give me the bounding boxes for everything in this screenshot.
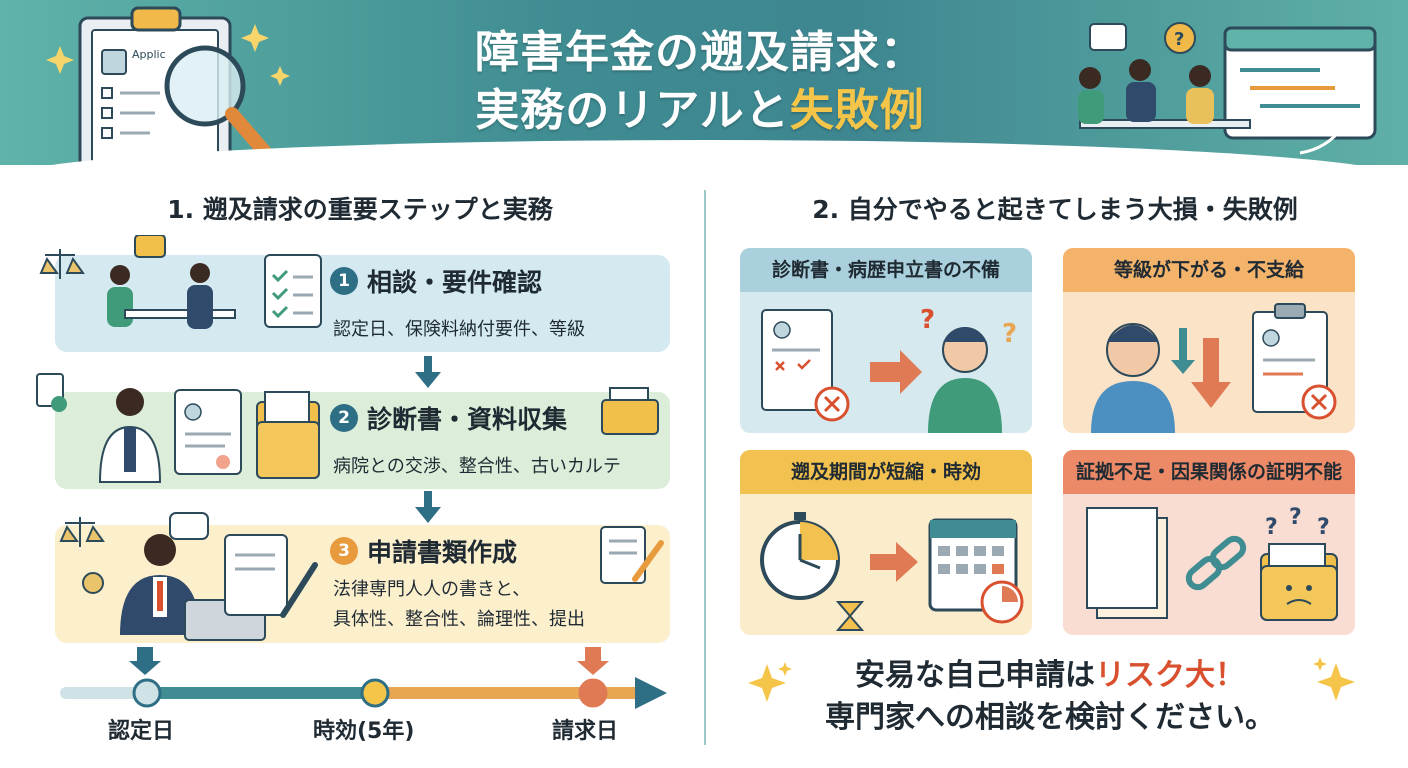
svg-text:?: ? bbox=[1174, 29, 1184, 50]
sparkle-icon bbox=[1313, 657, 1355, 701]
stopwatch-calendar-icon bbox=[760, 512, 1024, 631]
step-1-desc: 認定日、保険料納付要件、等級 bbox=[333, 319, 585, 340]
conclusion-risk: リスク大！ bbox=[1095, 658, 1245, 693]
down-arrow-icon bbox=[1191, 338, 1231, 408]
card-title: 証拠不足・因果関係の証明不能 bbox=[1063, 450, 1355, 494]
section1-heading: 1. 遡及請求の重要ステップと実務 bbox=[167, 195, 553, 224]
timeline-arrow-icon bbox=[577, 647, 609, 675]
section2-heading: 2. 自分でやると起きてしまう大損・失敗例 bbox=[812, 195, 1298, 224]
title-line1: 障害年金の遡及請求： bbox=[475, 27, 925, 78]
failure-card-insufficient-evidence: 証拠不足・因果関係の証明不能 ? ? ? bbox=[1063, 450, 1355, 635]
title-line2-main: 実務のリアルと bbox=[475, 85, 790, 136]
folder-icon bbox=[601, 387, 659, 435]
column-divider bbox=[704, 190, 706, 745]
clipboard-magnifier-icon: Applic bbox=[46, 6, 290, 165]
lawyer-icon bbox=[59, 512, 318, 641]
step-2-card: 2 診断書・資料収集 病院との交渉、整合性、古いカルテ bbox=[36, 373, 670, 489]
doctor-documents-icon bbox=[36, 373, 320, 483]
timeline-label-statute: 時効(5年) bbox=[313, 719, 415, 744]
broken-chain-icon: ? ? ? bbox=[1086, 505, 1338, 621]
conclusion-line2: 専門家への相談を検討ください。 bbox=[825, 700, 1275, 735]
header-banner: Applic 障害年金の遡及請求： 実務のリアルと失敗例 ? bbox=[0, 0, 1408, 165]
sad-person-icon bbox=[1091, 303, 1337, 433]
step-3-number: 3 bbox=[330, 537, 358, 565]
medical-document-icon bbox=[174, 389, 242, 475]
card-title: 診断書・病歴申立書の不備 bbox=[740, 248, 1032, 292]
blank-document-icon bbox=[1086, 507, 1158, 609]
card-title: 遡及期間が短縮・時効 bbox=[740, 450, 1032, 494]
conclusion-line1: 安易な自己申請はリスク大！ bbox=[740, 655, 1360, 697]
clipboard-text: Applic bbox=[132, 48, 166, 61]
page-title: 障害年金の遡及請求： 実務のリアルと失敗例 bbox=[330, 24, 1070, 140]
title-accent: 失敗例 bbox=[789, 85, 925, 136]
timeline-node bbox=[360, 678, 390, 708]
card-title: 等級が下がる・不支給 bbox=[1063, 248, 1355, 292]
step-1-number: 1 bbox=[330, 267, 358, 295]
step-3-desc: 法律専門人人の書きと、 具体性、整合性、論理性、提出 bbox=[333, 575, 585, 635]
timeline-label-start: 認定日 bbox=[108, 719, 175, 744]
sparkle-icon bbox=[46, 46, 74, 74]
document-error-icon: ? ? bbox=[761, 305, 1017, 433]
question-icon: ? bbox=[1265, 515, 1278, 540]
sparkle-icon bbox=[270, 66, 290, 86]
down-arrow-icon bbox=[415, 491, 441, 523]
question-icon: ? bbox=[1289, 505, 1302, 530]
step-3-desc-line2: 具体性、整合性、論理性、提出 bbox=[333, 609, 585, 630]
question-icon: ? bbox=[1317, 515, 1330, 540]
meeting-icon bbox=[39, 235, 322, 329]
down-arrow-icon bbox=[415, 356, 441, 388]
checklist-icon bbox=[264, 254, 322, 328]
step-2-title: 診断書・資料収集 bbox=[367, 405, 568, 434]
title-line2: 実務のリアルと失敗例 bbox=[330, 82, 1070, 140]
document-icon bbox=[224, 534, 288, 616]
hourglass-icon bbox=[835, 601, 865, 631]
step-2-number: 2 bbox=[330, 404, 358, 432]
step-3-title: 申請書類作成 bbox=[367, 538, 518, 567]
timeline-node bbox=[578, 678, 608, 708]
down-arrow-icon bbox=[1171, 328, 1195, 374]
scales-icon bbox=[39, 249, 85, 279]
doctor-icon bbox=[116, 388, 144, 416]
question-icon: ? bbox=[920, 305, 935, 335]
conclusion-pre: 安易な自己申請は bbox=[855, 658, 1095, 693]
meeting-calendar-icon: ? bbox=[1078, 22, 1377, 155]
sparkle-icon bbox=[241, 24, 269, 52]
step-1-title: 相談・要件確認 bbox=[367, 268, 543, 297]
document-pen-icon bbox=[600, 526, 664, 584]
conclusion-message: 安易な自己申請はリスク大！ 専門家への相談を検討ください。 bbox=[740, 655, 1360, 739]
step-1-card: 1 相談・要件確認 認定日、保険料納付要件、等級 bbox=[39, 235, 670, 352]
question-icon: ? bbox=[1002, 319, 1017, 349]
timeline bbox=[60, 647, 667, 709]
question-icon bbox=[1164, 22, 1196, 54]
timeline-label-claim: 請求日 bbox=[552, 719, 619, 744]
step-2-desc: 病院との交渉、整合性、古いカルテ bbox=[333, 456, 621, 477]
step-3-desc-line1: 法律専門人人の書きと、 bbox=[333, 579, 531, 600]
failure-card-document-defect: 診断書・病歴申立書の不備 ? ? bbox=[740, 248, 1032, 433]
scales-icon bbox=[59, 517, 105, 547]
failure-card-period-shortened: 遡及期間が短縮・時効 bbox=[740, 450, 1032, 635]
timeline-arrow-icon bbox=[129, 647, 161, 675]
step-3-card: 3 申請書類作成 法律専門人人の書きと、 具体性、整合性、論理性、提出 bbox=[55, 512, 670, 643]
failure-card-grade-drop: 等級が下がる・不支給 bbox=[1063, 248, 1355, 433]
sparkle-icon bbox=[748, 662, 792, 702]
timeline-node bbox=[132, 678, 162, 708]
